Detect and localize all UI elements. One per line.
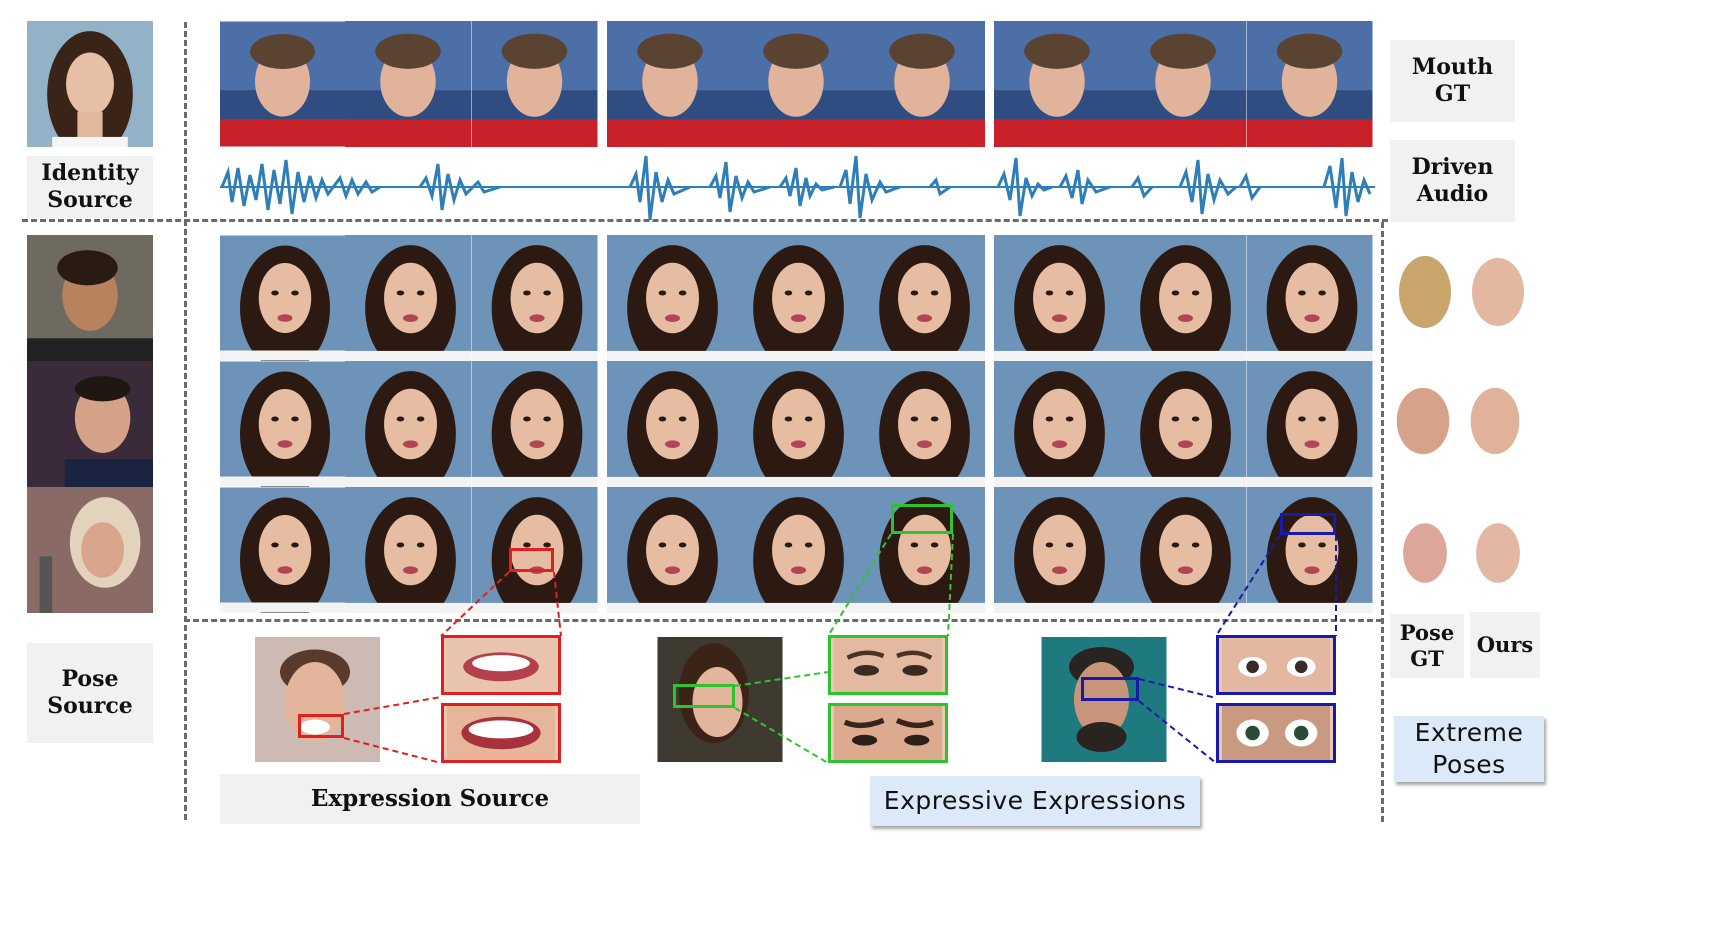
generated-frame xyxy=(1120,487,1246,613)
expressive-expressions-text: Expressive Expressions xyxy=(883,785,1187,815)
ours-render xyxy=(1469,518,1527,588)
left-divider xyxy=(184,22,187,820)
identity-face-icon xyxy=(27,21,153,147)
mouth-crop-generated xyxy=(441,635,561,695)
generated-frame xyxy=(859,235,985,361)
mouth-gt-line-2: GT xyxy=(1434,81,1471,107)
extreme-line-1: Extreme xyxy=(1414,717,1524,747)
top-divider xyxy=(22,219,1388,222)
mouth-gt-line-1: Mouth xyxy=(1411,53,1494,80)
pose-gt-line-2: GT xyxy=(1410,646,1444,671)
mouth-crop-source xyxy=(441,703,561,763)
pose-gt-render xyxy=(1395,252,1455,332)
pose-line-2: Source xyxy=(47,693,133,719)
expression-source-text: Expression Source xyxy=(310,784,550,812)
expression-source-frown xyxy=(657,637,783,762)
eye-crop-source xyxy=(1216,703,1336,763)
mouth-gt-frame xyxy=(345,21,471,147)
generated-frame xyxy=(733,235,859,361)
mouth-gt-frame xyxy=(1246,21,1373,147)
generated-frame xyxy=(859,487,985,613)
identity-line-2: Source xyxy=(47,187,133,213)
ours-render xyxy=(1465,382,1525,460)
right-divider xyxy=(1381,222,1384,822)
eye-crop-generated xyxy=(1216,635,1336,695)
middle-divider xyxy=(184,619,1382,622)
generated-frame xyxy=(1246,235,1373,361)
extreme-line-2: Poses xyxy=(1432,750,1506,779)
ours-label: Ours xyxy=(1470,612,1540,678)
smile-mouth-box xyxy=(298,714,344,738)
pose-gt-render xyxy=(1392,382,1454,460)
brow-crop-generated xyxy=(828,635,948,695)
generated-frame xyxy=(859,361,985,487)
generated-frame xyxy=(220,361,345,487)
ours-render xyxy=(1468,252,1528,332)
generated-frame xyxy=(733,361,859,487)
generated-frame xyxy=(607,235,733,361)
mouth-gt-frame xyxy=(471,21,598,147)
generated-frame xyxy=(345,235,471,361)
generated-frame xyxy=(733,487,859,613)
frown-brow-box xyxy=(673,684,735,708)
brow-highlight-box xyxy=(891,504,953,534)
generated-frame xyxy=(471,235,598,361)
identity-line-1: Identity xyxy=(41,159,139,186)
generated-frame xyxy=(1120,235,1246,361)
generated-frame xyxy=(471,361,598,487)
generated-frame xyxy=(345,487,471,613)
ours-text: Ours xyxy=(1476,631,1534,657)
pose-source-image-1 xyxy=(27,235,153,361)
expressive-expressions-label: Expressive Expressions xyxy=(870,776,1200,826)
generated-frame xyxy=(1120,361,1246,487)
eye-highlight-box xyxy=(1280,513,1336,535)
driven-audio-line-2: Audio xyxy=(1416,181,1489,207)
mouth-gt-frame xyxy=(859,21,985,147)
generated-frame xyxy=(607,361,733,487)
generated-frame xyxy=(220,235,345,361)
generated-frame xyxy=(994,487,1120,613)
audio-waveform xyxy=(220,155,1375,221)
pose-source-image-3 xyxy=(27,487,153,613)
mouth-gt-frame xyxy=(607,21,733,147)
generated-frame xyxy=(220,487,345,613)
mouth-gt-frame xyxy=(994,21,1120,147)
pose-gt-render xyxy=(1396,518,1454,588)
generated-frame xyxy=(345,361,471,487)
pose-line-1: Pose xyxy=(61,665,119,692)
generated-frame xyxy=(607,487,733,613)
identity-source-image xyxy=(27,21,153,147)
generated-frame xyxy=(994,361,1120,487)
generated-frame xyxy=(1246,361,1373,487)
mouth-gt-frame xyxy=(220,21,345,147)
surprised-eye-box xyxy=(1081,677,1139,701)
mouth-highlight-box xyxy=(509,548,554,572)
mouth-gt-frame xyxy=(733,21,859,147)
pose-gt-line-1: Pose xyxy=(1399,619,1455,645)
driven-audio-line-1: Driven xyxy=(1411,153,1494,180)
expression-source-label: Expression Source xyxy=(220,774,640,824)
generated-frame xyxy=(994,235,1120,361)
mouth-gt-frame xyxy=(1120,21,1246,147)
pose-source-image-2 xyxy=(27,361,153,487)
brow-crop-source xyxy=(828,703,948,763)
